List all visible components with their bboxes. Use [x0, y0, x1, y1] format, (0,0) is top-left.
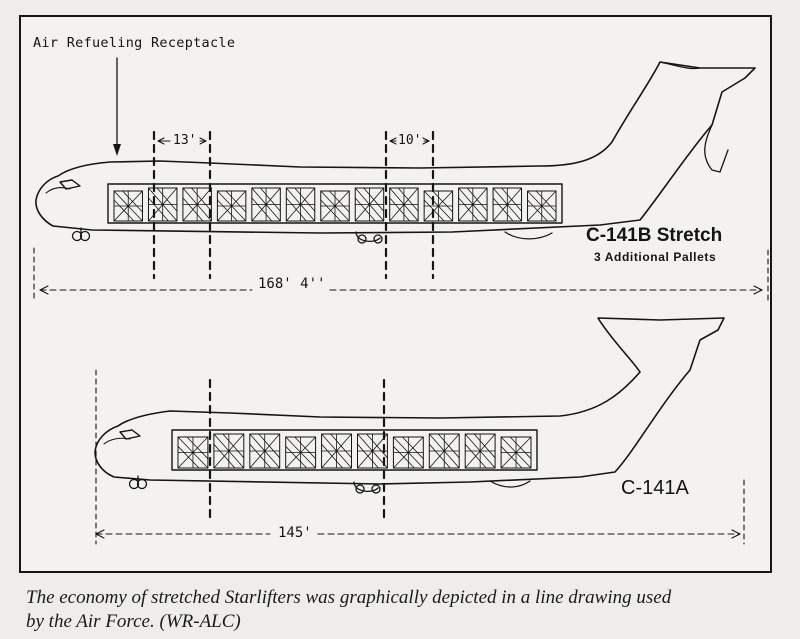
cargo-pallet: [216, 190, 247, 222]
c141b-pallets-note: 3 Additional Pallets: [594, 250, 717, 264]
figure-caption: The economy of stretched Starlifters was…: [26, 586, 786, 634]
cargo-pallet: [213, 433, 245, 469]
cargo-pallet: [527, 190, 557, 222]
c141b-fuselage: [35, 61, 756, 234]
c141b-length-dimension: [33, 247, 769, 301]
c141b-receptacle-arrowhead: [113, 144, 121, 156]
cargo-pallet: [147, 187, 178, 222]
cargo-pallet: [251, 187, 281, 222]
plug-10ft-label: 10': [397, 133, 423, 148]
caption-line-2: by the Air Force. (WR-ALC): [26, 611, 241, 632]
c141b-nose-line: [45, 187, 71, 194]
c141a-length-label: 145': [274, 526, 316, 540]
cargo-pallet: [177, 436, 209, 469]
c141a-length-dimension: [95, 369, 745, 545]
c141a-model-label: C-141A: [621, 477, 689, 499]
cargo-pallet: [464, 433, 496, 469]
c141b-model-label: C-141B Stretch: [586, 225, 723, 246]
cargo-pallet: [357, 433, 388, 469]
c141a-nose-line: [103, 437, 131, 445]
cargo-pallet: [285, 436, 317, 469]
c141b-tail-edge: [659, 61, 729, 173]
cargo-pallet: [354, 187, 385, 222]
cargo-pallet: [458, 187, 488, 222]
caption-line-1: The economy of stretched Starlifters was…: [26, 587, 672, 608]
c141a-cargo-bay: [171, 429, 538, 471]
c141b-length-label: 168' 4'': [254, 277, 330, 291]
receptacle-label: Air Refueling Receptacle: [33, 35, 236, 51]
plug-13ft-label: 13': [172, 133, 198, 148]
c141b-landing-gear: [71, 227, 553, 244]
c141a-landing-gear: [128, 475, 531, 494]
c141a-pallets: [177, 433, 532, 469]
c141a-aircraft: [94, 317, 745, 545]
cargo-pallet: [321, 433, 353, 469]
cargo-pallet: [500, 436, 532, 469]
cargo-pallet: [423, 190, 454, 222]
cargo-pallet: [320, 190, 350, 222]
c141b-aircraft: [33, 57, 769, 301]
c141b-cargo-bay: [107, 183, 563, 224]
cargo-pallet: [428, 433, 460, 469]
c141b-station-lines: [152, 130, 435, 280]
cargo-pallet: [113, 190, 143, 222]
c141a-station-lines: [208, 378, 386, 524]
c141a-fuselage: [94, 317, 725, 485]
cargo-pallet: [249, 433, 281, 469]
cargo-pallet: [389, 187, 419, 222]
c141b-pallets: [113, 187, 557, 222]
c141b-plug-dimensions: [157, 137, 430, 145]
cargo-pallet: [492, 187, 523, 222]
cargo-pallet: [392, 436, 424, 469]
cargo-pallet: [285, 187, 316, 222]
cargo-pallet: [182, 187, 212, 222]
c141b-cockpit: [59, 179, 81, 190]
c141a-cockpit: [119, 429, 141, 440]
